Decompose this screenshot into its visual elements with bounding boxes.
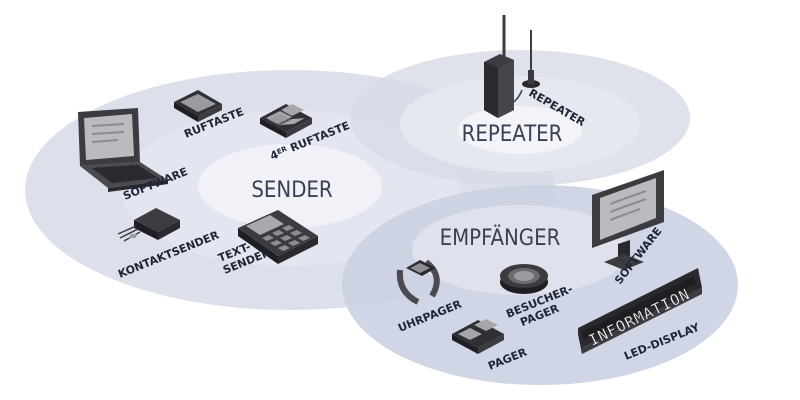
textsender-icon xyxy=(128,210,318,264)
besucherpager-icon xyxy=(500,264,548,294)
ruftaste-4er-icon xyxy=(260,104,312,138)
laptop-icon xyxy=(78,108,168,192)
repeater-zone xyxy=(350,50,690,186)
kontaktsender-icon xyxy=(117,208,180,242)
empfaenger-zone-label: EMPFÄNGER xyxy=(440,225,561,251)
repeater-zone-label: REPEATER xyxy=(462,122,563,147)
sender-zone-label: SENDER xyxy=(251,178,333,203)
ruftaste-icon xyxy=(174,90,222,122)
uhrpager-icon xyxy=(396,259,440,305)
monitor-icon xyxy=(592,170,664,270)
repeater-icon xyxy=(484,15,540,118)
pager-icon xyxy=(452,319,504,354)
